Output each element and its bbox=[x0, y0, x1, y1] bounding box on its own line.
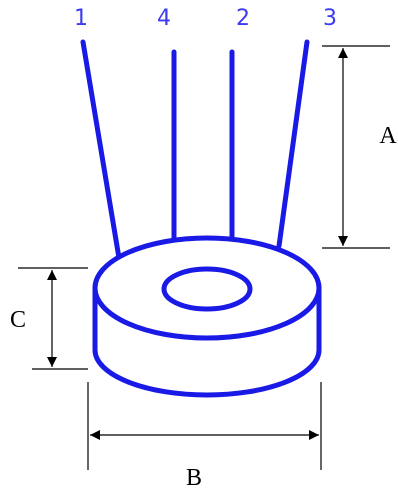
dimension-b-label: B bbox=[186, 465, 202, 491]
pin-label-2: 2 bbox=[236, 6, 250, 31]
leads bbox=[80, 39, 310, 261]
pin-label-1: 1 bbox=[74, 6, 88, 31]
dimension-c bbox=[18, 267, 88, 370]
toroid-center-hole bbox=[161, 266, 253, 312]
pin-label-4: 4 bbox=[157, 6, 171, 31]
dimension-a bbox=[322, 45, 390, 249]
dimension-a-label: A bbox=[379, 123, 397, 149]
lead-pin-1 bbox=[80, 39, 122, 261]
pin-label-3: 3 bbox=[323, 6, 337, 31]
toroid-core bbox=[92, 235, 322, 398]
dimension-c-label: C bbox=[10, 307, 26, 333]
dimension-b bbox=[87, 382, 322, 470]
lead-pin-3 bbox=[276, 39, 310, 249]
toroid-top-face bbox=[92, 235, 322, 341]
toroid-bottom-edge bbox=[92, 349, 322, 398]
